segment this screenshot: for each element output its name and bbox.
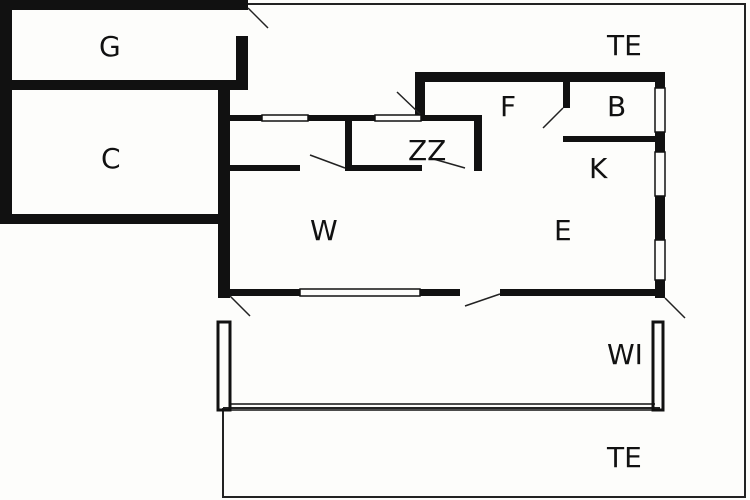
label-room-e: E [554, 214, 572, 247]
label-room-b: B [607, 90, 626, 123]
label-winter-garden: WI [607, 338, 643, 371]
windows [230, 87, 666, 411]
terrace-top-outline [222, 3, 746, 498]
label-garage: G [99, 30, 121, 63]
main-walls [216, 72, 665, 412]
label-terrace-bottom: TE [606, 441, 642, 474]
label-room-k: K [589, 152, 608, 185]
terrace-outline [222, 3, 746, 498]
label-room-zz: ZZ [408, 134, 446, 167]
label-terrace-top: TE [606, 29, 642, 62]
garage-block [0, 0, 248, 90]
door-swings [229, 7, 686, 319]
label-room-w: W [310, 214, 338, 247]
label-room-c: C [101, 142, 121, 175]
room-c-block [0, 88, 230, 298]
label-room-f: F [500, 90, 516, 123]
